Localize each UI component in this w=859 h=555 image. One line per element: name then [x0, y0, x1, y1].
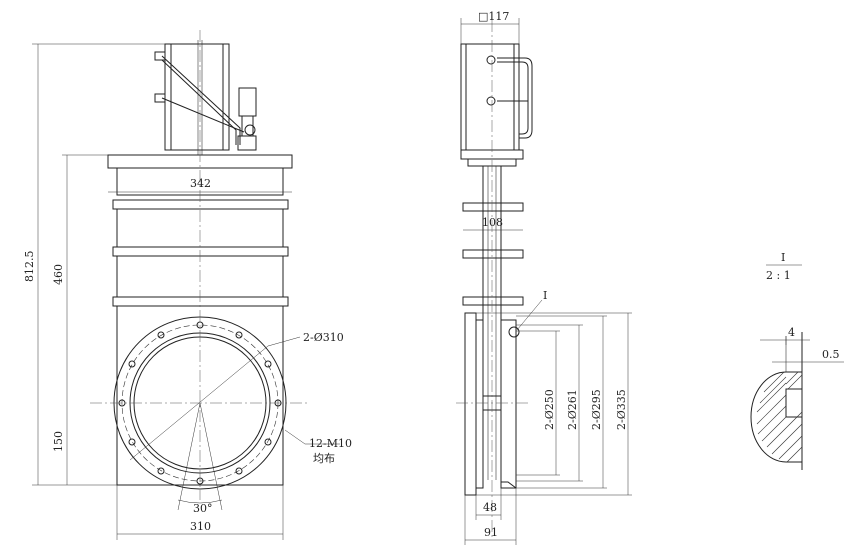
side-view: □117 108 I 2-Ø250 2-Ø261 2-Ø295 2-Ø335 4…: [456, 10, 632, 545]
dim-d261: 2-Ø261: [566, 389, 579, 430]
dim-body-height: 460: [52, 264, 65, 285]
dim-48: 48: [483, 501, 497, 514]
dim-05: 0.5: [822, 348, 840, 361]
dim-d295: 2-Ø295: [590, 389, 603, 430]
detail-label: I: [781, 251, 785, 264]
dim-total-height: 812.5: [23, 251, 36, 283]
dim-width-bottom: 310: [190, 520, 211, 533]
front-view: 342 812.5 460 150 2-Ø310 12-M10 均布 30° 3…: [23, 30, 352, 540]
dim-bore: 2-Ø310: [303, 331, 344, 344]
dim-91: 91: [484, 526, 498, 539]
dim-angle: 30°: [193, 502, 213, 515]
dim-d335: 2-Ø335: [615, 389, 628, 430]
dim-d250: 2-Ø250: [543, 389, 556, 430]
dim-width-top: 342: [190, 177, 211, 190]
bolt-holes: [118, 321, 282, 485]
detail-scale: 2 : 1: [766, 269, 791, 282]
dim-stem-width: 108: [482, 216, 503, 229]
dim-4: 4: [788, 326, 795, 339]
dim-lower-height: 150: [52, 431, 65, 452]
dim-bolts-note: 均布: [313, 452, 335, 465]
section-hatch: [756, 371, 803, 463]
dim-bolts: 12-M10: [309, 437, 352, 450]
detail-marker: I: [543, 289, 547, 302]
detail-view: I 2 : 1 4 0.5: [750, 251, 844, 470]
dim-actuator: □117: [478, 10, 509, 23]
